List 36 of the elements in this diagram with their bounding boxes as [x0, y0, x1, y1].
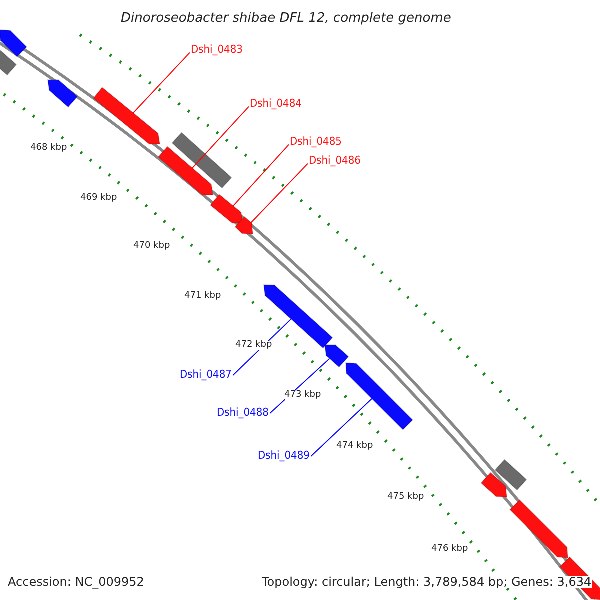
gene-feature — [158, 146, 214, 196]
gene-label: Dshi_0488 — [217, 407, 269, 418]
gene-label: Dshi_0486 — [309, 155, 361, 166]
gene-feature — [172, 132, 232, 189]
leader-line — [250, 163, 308, 224]
map-title: Dinoroseobacter shibae DFL 12, complete genome — [121, 12, 452, 24]
gene-feature — [509, 499, 569, 559]
scale-label: 475 kbp — [388, 492, 424, 502]
leader-line — [232, 144, 290, 207]
gene-feature — [0, 29, 28, 58]
genome-stats-label: Topology: circular; Length: 3,789,584 bp; Genes: 3,634 — [262, 576, 592, 588]
scale-label: 469 kbp — [80, 194, 118, 202]
gene-feature — [345, 362, 414, 431]
scale-label: 473 kbp — [284, 390, 322, 400]
scale-label: 470 kbp — [134, 242, 170, 250]
gene-feature — [324, 344, 350, 368]
gene-label: Dshi_0487 — [180, 369, 232, 380]
gene-feature — [234, 216, 254, 235]
gene-label: Dshi_0483 — [191, 44, 243, 55]
scale-label: 472 kbp — [236, 340, 272, 350]
scale-label: 471 kbp — [184, 292, 222, 300]
gene-feature — [480, 472, 508, 498]
leader-line — [132, 52, 190, 114]
leader-line — [310, 398, 373, 458]
gene-feature — [210, 194, 244, 224]
gene-label: Dshi_0489 — [258, 450, 310, 461]
gene-label: Dshi_0484 — [250, 98, 302, 109]
gene-feature — [494, 459, 528, 491]
leader-line — [192, 106, 250, 169]
gene-feature — [92, 86, 161, 145]
gene-feature — [47, 80, 78, 108]
scale-label: 474 kbp — [336, 442, 374, 450]
scale-label: 468 kbp — [30, 144, 68, 152]
accession-label: Accession: NC_009952 — [8, 576, 144, 588]
gene-label: Dshi_0485 — [290, 136, 342, 147]
scale-label: 476 kbp — [432, 544, 468, 554]
